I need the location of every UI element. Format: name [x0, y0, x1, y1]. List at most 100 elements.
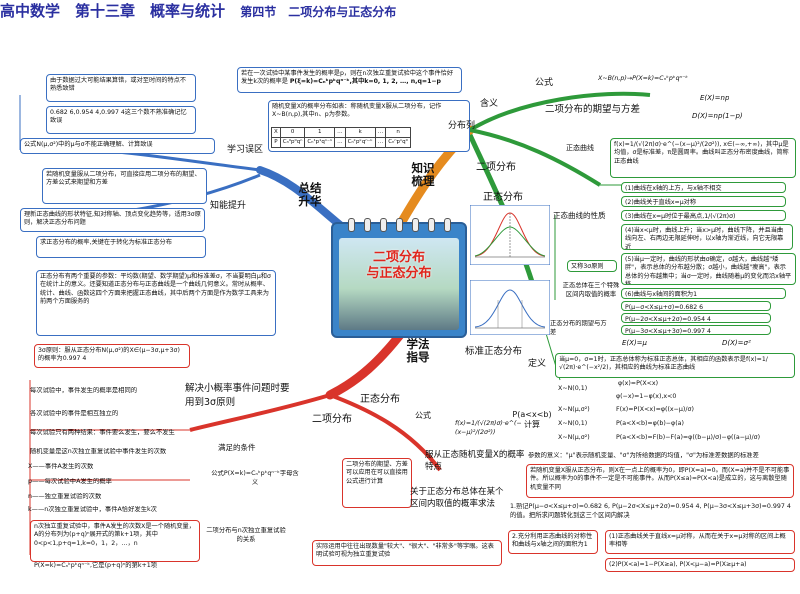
- table-body-cell: Cₙⁿpⁿq⁰: [385, 137, 411, 148]
- pc1: X~N(0,1): [558, 385, 588, 392]
- relation-box: n次独立重复试验中，事件A发生的次数X是一个随机变量，A的分布列为(p+q)ⁿ展…: [30, 520, 200, 562]
- table-head-cell: …: [374, 127, 387, 138]
- label-standard: 标准正态分布: [465, 346, 523, 357]
- prop-1: (1)曲线在x轴的上方，与x轴不相交: [621, 182, 786, 193]
- branch-knowledge: 知识 梳理: [411, 161, 435, 188]
- label-obey: 服从正态随机变量X的概率特点: [425, 450, 525, 472]
- misconception-box-2: 0.682 6,0.954 4,0.997 4这三个数不熟准确记忆致误: [46, 106, 196, 134]
- ability-box-1: 若随机变量服从二项分布，可直接应用二项分布的期望、方差公式来期望和方差: [42, 168, 207, 204]
- m1: X——事件A发生的次数: [28, 463, 94, 470]
- table-body-cell: P: [271, 137, 281, 148]
- normal-ex: E(X)=μ: [622, 339, 647, 347]
- label-binomial-bottom: 二项分布: [312, 414, 352, 425]
- relation-formula: P(X=k)=Cₙᵏpᵏqⁿ⁻ᵏ,它是(p+q)ⁿ的第k+1项: [34, 562, 158, 569]
- param-meaning: 参数的意义："μ"表示随机变量、"σ"为所给数据的均值，"σ"为标准差数据的标准…: [528, 452, 759, 459]
- table-head-cell: 0: [279, 127, 306, 138]
- table-body-cell: Cₙ⁰p⁰qⁿ: [279, 137, 306, 148]
- center-topic-title: 二项分布 与正态分布: [366, 250, 432, 282]
- table-body-cell: …: [334, 137, 346, 148]
- prop-6: (6)曲线与x轴间的面积为1: [621, 288, 786, 299]
- cond-2: 各次试验中的事件是相互独立的: [30, 410, 119, 417]
- label-normal: 正态分布: [483, 192, 523, 203]
- table-head-cell: …: [334, 127, 346, 138]
- label-dist-list: 分布列: [448, 121, 476, 131]
- binomial-meaning-box: 若在一次试验中某事件发生的概率是p，则在n次独立重复试验中这个事件恰好发生k次的…: [237, 67, 462, 93]
- interval-2a: (1)正态曲线关于直线x=μ对称，从而在关于x=μ对称的区间上概率相等: [605, 530, 795, 554]
- pc3: X~N(0,1): [558, 420, 588, 427]
- normal-exp-var: 正态分布的期望与方差: [550, 320, 607, 336]
- interval-1: 1.熟记P(μ−σ<X≤μ+σ)=0.682 6, P(μ−2σ<X≤μ+2σ)…: [510, 503, 791, 519]
- three-sigma-illustration: [470, 280, 550, 335]
- normal-curve-illustration: [470, 205, 550, 265]
- label-curve: 正态曲线: [566, 144, 594, 152]
- table-body-cell: Cₙᵏpᵏqⁿ⁻ᵏ: [344, 137, 376, 148]
- cond-3: 每次试验只有两种结果：事件要么发生，要么不发生: [30, 429, 175, 436]
- center-image: [339, 238, 459, 330]
- range-3: P(μ−3σ<X≤μ+3σ)=0.997 4: [621, 325, 771, 335]
- binomial-dx: D(X)=np(1−p): [692, 112, 743, 120]
- branch-summary: 总结 升华: [298, 181, 322, 208]
- table-head-cell: n: [385, 127, 411, 138]
- formula-binomial: X~B(n,p)→P(X=k)=Cₙᵏpᵏqⁿ⁻ᵏ: [598, 75, 689, 82]
- label-binomial: 二项分布: [476, 162, 516, 173]
- label-ability: 知能提升: [210, 201, 247, 211]
- label-def: 含义: [480, 99, 499, 109]
- ability-box-3: 求正态分布的概率,关键在于转化为标准正态分布: [36, 236, 206, 258]
- prop-5: (5)当μ一定时，曲线的形状由σ确定，σ越大，曲线越"矮胖"，表示总体的分布越分…: [621, 253, 796, 285]
- m3: n——独立重复试验的次数: [28, 493, 102, 500]
- label-exp-var: 二项分布的期望与方差: [545, 104, 641, 115]
- ability-box-2: 理新正态曲线的形状特征,知对称轴、顶点变化趋势等，适用3σ原则，解决正态分布问题: [20, 208, 205, 232]
- cond-1: 每次试验中，事件发生的概率是相同的: [30, 387, 138, 394]
- page-title: 高中数学 第十三章 概率与统计 第四节 二项分布与正态分布: [0, 0, 800, 21]
- range-2: P(μ−2σ<X≤μ+2σ)=0.954 4: [621, 313, 771, 323]
- table-body-cell: Cₙ¹p¹qⁿ⁻¹: [304, 137, 336, 148]
- m2: p——每次试验中A发生的概率: [28, 478, 112, 485]
- formula-meaning: 公式P(X=k)=Cₙᵏpᵏqⁿ⁻ᵏ字母含义: [211, 470, 299, 486]
- parameter-box: 正态分布有两个重要的参数：平均数(期望、数学期望)μ和标准差σ，不当要明白μ和σ…: [36, 270, 276, 336]
- label-formula: 公式: [535, 78, 554, 88]
- pc2a: F(x)=P(X<x)=φ((x−μ)/σ): [616, 406, 694, 413]
- label-def-normal: 定义: [528, 359, 547, 369]
- m4: k——n次独立重复试验中，事件A恰好发生k次: [28, 506, 157, 513]
- pc1b: φ(−x)=1−φ(x),x<0: [616, 393, 677, 400]
- three-sigma-box: 3σ原则：服从正态分布N(μ,σ²)的X∈(μ−3σ,μ+3σ)的概率为0.99…: [34, 344, 190, 368]
- obey-desc-box: 若随机变量X服从正态分布，则X在一点上的概率为0，即P(X=a)=0。而(X=a…: [526, 464, 794, 498]
- label-cond: 满足的条件: [218, 443, 256, 452]
- formula-normal: f(x)=1/(√(2π)σ)·e^(−(x−μ)²/(2σ²)): [455, 420, 522, 436]
- pc2: X~N(μ,σ²): [558, 406, 590, 413]
- mean-box: 二项分布的期望、方差可以应用在可以直接用公式进行计算: [342, 458, 412, 508]
- label-formula-bottom: 公式: [415, 411, 431, 420]
- distribution-list-box: 随机变量X的概率分布如表：称随机变量X服从二项分布，记作X~B(n,p),其中n…: [268, 100, 470, 152]
- prop-2: (2)曲线关于直线x=μ对称: [621, 196, 786, 207]
- title-sub: 第四节 二项分布与正态分布: [240, 5, 397, 19]
- normal-curve-desc: f(x)=1/(√(2π)σ)·e^(−(x−μ)²/(2σ²)), x∈(−∞…: [610, 138, 796, 178]
- apply-box: 实际运用中往往出现数量"较大"、"很大"、"非常多"等字眼。这表明试验可视为独立…: [312, 540, 502, 566]
- table-head-cell: k: [344, 127, 376, 138]
- interval-2b: (2)P(X<a)=1−P(X≥a), P(X<μ−a)=P(X≥μ+a): [605, 558, 795, 572]
- title-main: 高中数学 第十三章 概率与统计: [0, 2, 226, 20]
- table-body-cell: …: [374, 137, 387, 148]
- label-study-misc: 学习误区: [227, 145, 264, 155]
- label-interval: 关于正态分布总体在某个区间内取值的概率求法: [410, 487, 504, 509]
- pc4: X~N(μ,σ²): [558, 434, 590, 441]
- cond-4: 随机变量是这n次独立重复试验中事件发生的次数: [30, 448, 167, 455]
- misconception-box-1: 由于数据过大可能结果算错，或对至时间的特点不熟悉致错: [46, 74, 196, 102]
- label-solve: 解决小概率事件问题时要用到3σ原则: [185, 383, 290, 408]
- binomial-ex: E(X)=np: [700, 94, 730, 102]
- calendar-rings: [333, 218, 465, 232]
- table-head-cell: 1: [304, 127, 336, 138]
- branch-method: 学法 指导: [406, 337, 430, 364]
- relation-label: 二项分布与n次独立重复试验的关系: [206, 527, 286, 543]
- range-1: P(μ−σ<X≤μ+σ)=0.682 6: [621, 301, 771, 311]
- label-prob-calc: P(a<x<b)计算: [512, 410, 552, 429]
- label-normal-bottom: 正态分布: [360, 394, 400, 405]
- pc3a: P(a<X<b)=φ(b)−φ(a): [616, 420, 684, 427]
- prop-3: (3)曲线在x=μ时位于最高点,1/(√(2π)σ): [621, 210, 786, 221]
- interval-2: 2.充分利用正态曲线的对称性和曲线与x轴之间的面积为1: [508, 530, 598, 554]
- pc1a: φ(x)=P(X<x): [618, 380, 659, 387]
- three-sigma-tag: 又称3σ原则: [567, 260, 617, 272]
- prop-4: (4)当x<μ时，曲线上升；当x>μ时，曲线下降，并且当曲线向左、右两边无限延伸…: [621, 224, 793, 250]
- misconception-box-3: 公式N(μ,σ²)中的μ与σ不能正确理解、计算致误: [20, 138, 215, 154]
- table-head-cell: X: [271, 127, 281, 138]
- center-topic-card: 二项分布 与正态分布: [331, 218, 467, 338]
